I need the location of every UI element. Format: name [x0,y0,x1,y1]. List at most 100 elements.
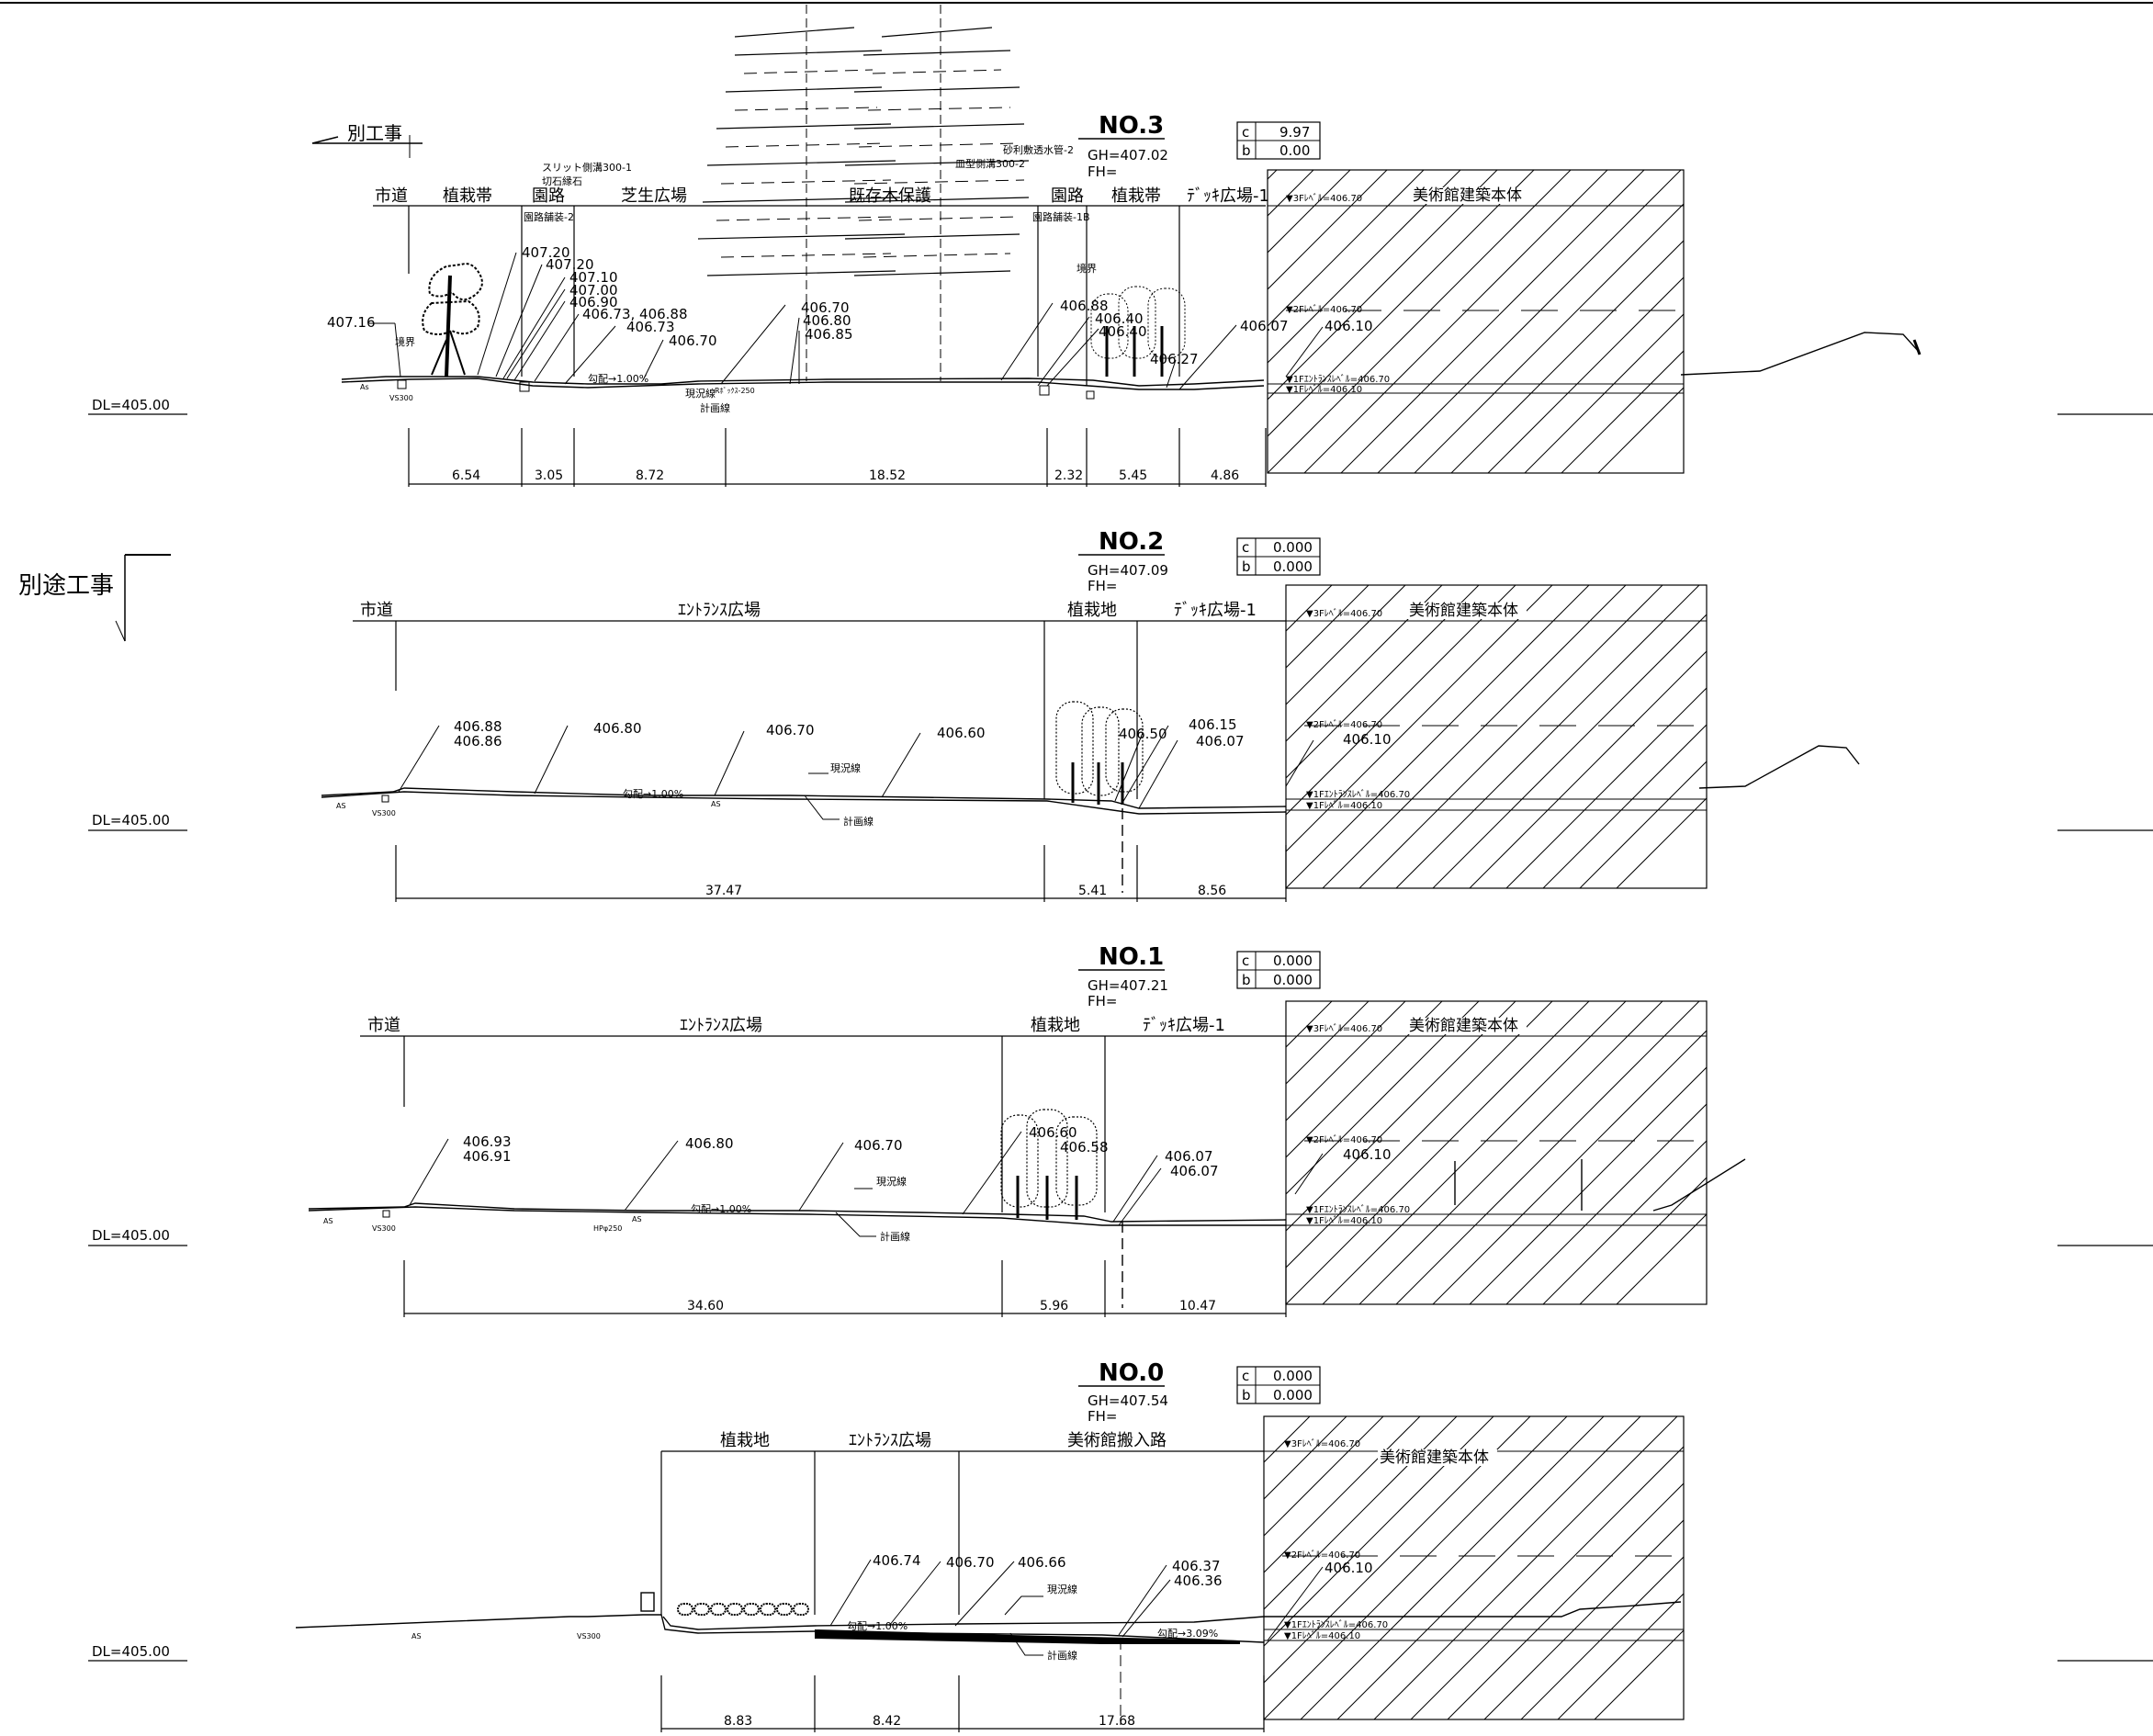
section-fh: FH= [1088,1408,1117,1425]
elev-label: 406.36 [1174,1573,1223,1589]
elev-label: 406.73 [626,319,675,335]
elev-label: 407.16 [327,314,376,331]
dim-label: 18.52 [869,468,906,483]
section-gh: GH=407.02 [1088,147,1168,163]
elev-label: 406.50 [1119,726,1167,742]
elev-label: 406.10 [1343,1146,1392,1163]
zone-label: ｴﾝﾄﾗﾝｽ広場 [680,1016,762,1035]
elevation-leaders [477,252,1324,390]
zone-label: 植栽地 [1067,601,1117,620]
side-note-text: 別途工事 [18,572,114,600]
building-label: 美術館建築本体 [1413,186,1522,205]
section-fh: FH= [1088,163,1117,180]
svg-text:AS: AS [323,1217,333,1225]
svg-text:▼1Fﾚﾍﾞﾙ=406.10: ▼1Fﾚﾍﾞﾙ=406.10 [1306,800,1382,811]
c-value: 0.000 [1273,953,1313,969]
svg-text:HPφ250: HPφ250 [593,1224,622,1233]
svg-text:AS: AS [411,1632,422,1640]
b-value: 0.000 [1273,1387,1313,1403]
svg-text:AS: AS [711,800,721,808]
elev-label: 406.80 [593,720,642,737]
building-block: 美術館建築本体 ▼3Fﾚﾍﾞﾙ=406.70 ▼2Fﾚﾍﾞﾙ=406.70 ▼1… [1267,169,1685,474]
svg-text:VS300: VS300 [389,394,413,402]
dim-label: 8.42 [873,1714,901,1729]
zone-label: 植栽地 [720,1431,770,1450]
existing-conifer-trees [697,5,1030,381]
dim-label: 8.56 [1198,884,1226,898]
section-no2: NO.2 GH=407.09 FH= cb 0.000 0.000 市道 ｴﾝﾄ… [88,528,2153,902]
svg-text:As: As [360,383,369,391]
elev-label: 406.91 [463,1148,512,1165]
zone-label: 芝生広場 [621,186,687,206]
dim-label: 5.96 [1040,1299,1068,1313]
elev-label: 406.15 [1189,716,1237,733]
section-no3: NO.3 GH=407.02 FH= c b 9.97 0.00 [88,5,2153,487]
elev-label: 406.80 [685,1135,734,1152]
b-value: 0.000 [1273,558,1313,575]
svg-text:▼1Fﾚﾍﾞﾙ=406.10: ▼1Fﾚﾍﾞﾙ=406.10 [1284,1630,1360,1641]
dim-label: 3.05 [535,468,563,483]
elev-label: 406.90 [569,294,618,310]
svg-text:スリット側溝300-1: スリット側溝300-1 [542,162,632,174]
svg-text:c: c [1242,953,1249,969]
svg-text:b: b [1242,972,1251,988]
dim-label: 6.54 [452,468,480,483]
elev-label: 407.20 [546,256,594,273]
section-gh: GH=407.09 [1088,562,1168,579]
svg-text:境界: 境界 [1076,262,1097,275]
dim-label: 5.41 [1078,884,1107,898]
elev-label: 406.70 [766,722,815,738]
svg-text:AS: AS [632,1215,642,1223]
svg-text:▼1Fｴﾝﾄﾗﾝｽﾚﾍﾞﾙ=406.70: ▼1Fｴﾝﾄﾗﾝｽﾚﾍﾞﾙ=406.70 [1306,789,1410,800]
elev-label: 406.07 [1240,318,1289,334]
zone-label: ﾃﾞｯｷ広場-1 [1143,1016,1225,1035]
zone-label: 植栽地 [1031,1016,1080,1035]
top-note-text: 別工事 [347,122,402,144]
svg-text:▼3Fﾚﾍﾞﾙ=406.70: ▼3Fﾚﾍﾞﾙ=406.70 [1284,1438,1360,1449]
dim-label: 5.45 [1119,468,1147,483]
svg-text:現況線: 現況線 [830,761,861,774]
level-label: ▼2Fﾚﾍﾞﾙ=406.70 [1286,304,1362,315]
b-value: 0.000 [1273,972,1313,988]
elev-label: 407.20 [522,244,570,261]
svg-text:▼1Fｴﾝﾄﾗﾝｽﾚﾍﾞﾙ=406.70: ▼1Fｴﾝﾄﾗﾝｽﾚﾍﾞﾙ=406.70 [1306,1204,1410,1215]
level-label: ▼1Fｴﾝﾄﾗﾝｽﾚﾍﾞﾙ=406.70 [1286,374,1390,385]
svg-text:園路舗装-1B: 園路舗装-1B [1032,210,1090,223]
elev-label: 406.07 [1165,1148,1213,1165]
zone-label: 市道 [367,1016,400,1035]
svg-text:▼2Fﾚﾍﾞﾙ=406.70: ▼2Fﾚﾍﾞﾙ=406.70 [1306,719,1382,730]
section-no1: NO.1 GH=407.21 FH= cb 0.000 0.000 市道 ｴﾝﾄ… [88,943,2153,1317]
elev-label: 406.27 [1150,351,1199,367]
elev-label: 406.70 [669,333,717,349]
building-block: 美術館建築本体 ▼3Fﾚﾍﾞﾙ=406.70 ▼2Fﾚﾍﾞﾙ=406.70 ▼1… [1263,1415,1685,1720]
zone-label: ｴﾝﾄﾗﾝｽ広場 [678,601,761,620]
svg-text:b: b [1242,1387,1251,1403]
c-value: 0.000 [1273,1368,1313,1384]
svg-text:計画線: 計画線 [1047,1649,1077,1662]
elev-label: 406.60 [937,725,986,741]
dim-label: 37.47 [705,884,742,898]
c-value: 9.97 [1279,124,1310,141]
dim-label: 10.47 [1179,1299,1216,1313]
elev-label: 406.10 [1343,731,1392,748]
elev-label: 406.88 [1060,298,1109,314]
elev-label: 406.70 [946,1554,995,1571]
elev-label: 406.74 [873,1552,921,1569]
zone-label: 美術館搬入路 [1067,1431,1167,1450]
zone-label: 園路 [1051,186,1084,206]
zone-label: 既存木保護 [849,186,931,206]
zone-label: 市道 [360,601,393,620]
elev-label: 406.40 [1095,310,1144,327]
svg-text:現況線: 現況線 [685,387,716,400]
level-label: ▼3Fﾚﾍﾞﾙ=406.70 [1286,193,1362,204]
dimension-labels: 6.54 3.05 8.72 18.52 2.32 5.45 4.86 [452,468,1239,483]
zone-label: 園路 [532,186,565,206]
svg-text:境界: 境界 [395,335,415,348]
zone-labels: 市道 植栽帯 園路 芝生広場 既存木保護 園路 植栽帯 ﾃﾞｯｷ広場-1 [375,186,1269,206]
section-title: NO.0 [1099,1359,1164,1387]
c-value: 0.000 [1273,539,1313,556]
zone-label: 植栽帯 [1111,186,1161,206]
svg-text:切石縁石: 切石縁石 [542,175,582,187]
elev-label: 407.00 [569,282,618,299]
